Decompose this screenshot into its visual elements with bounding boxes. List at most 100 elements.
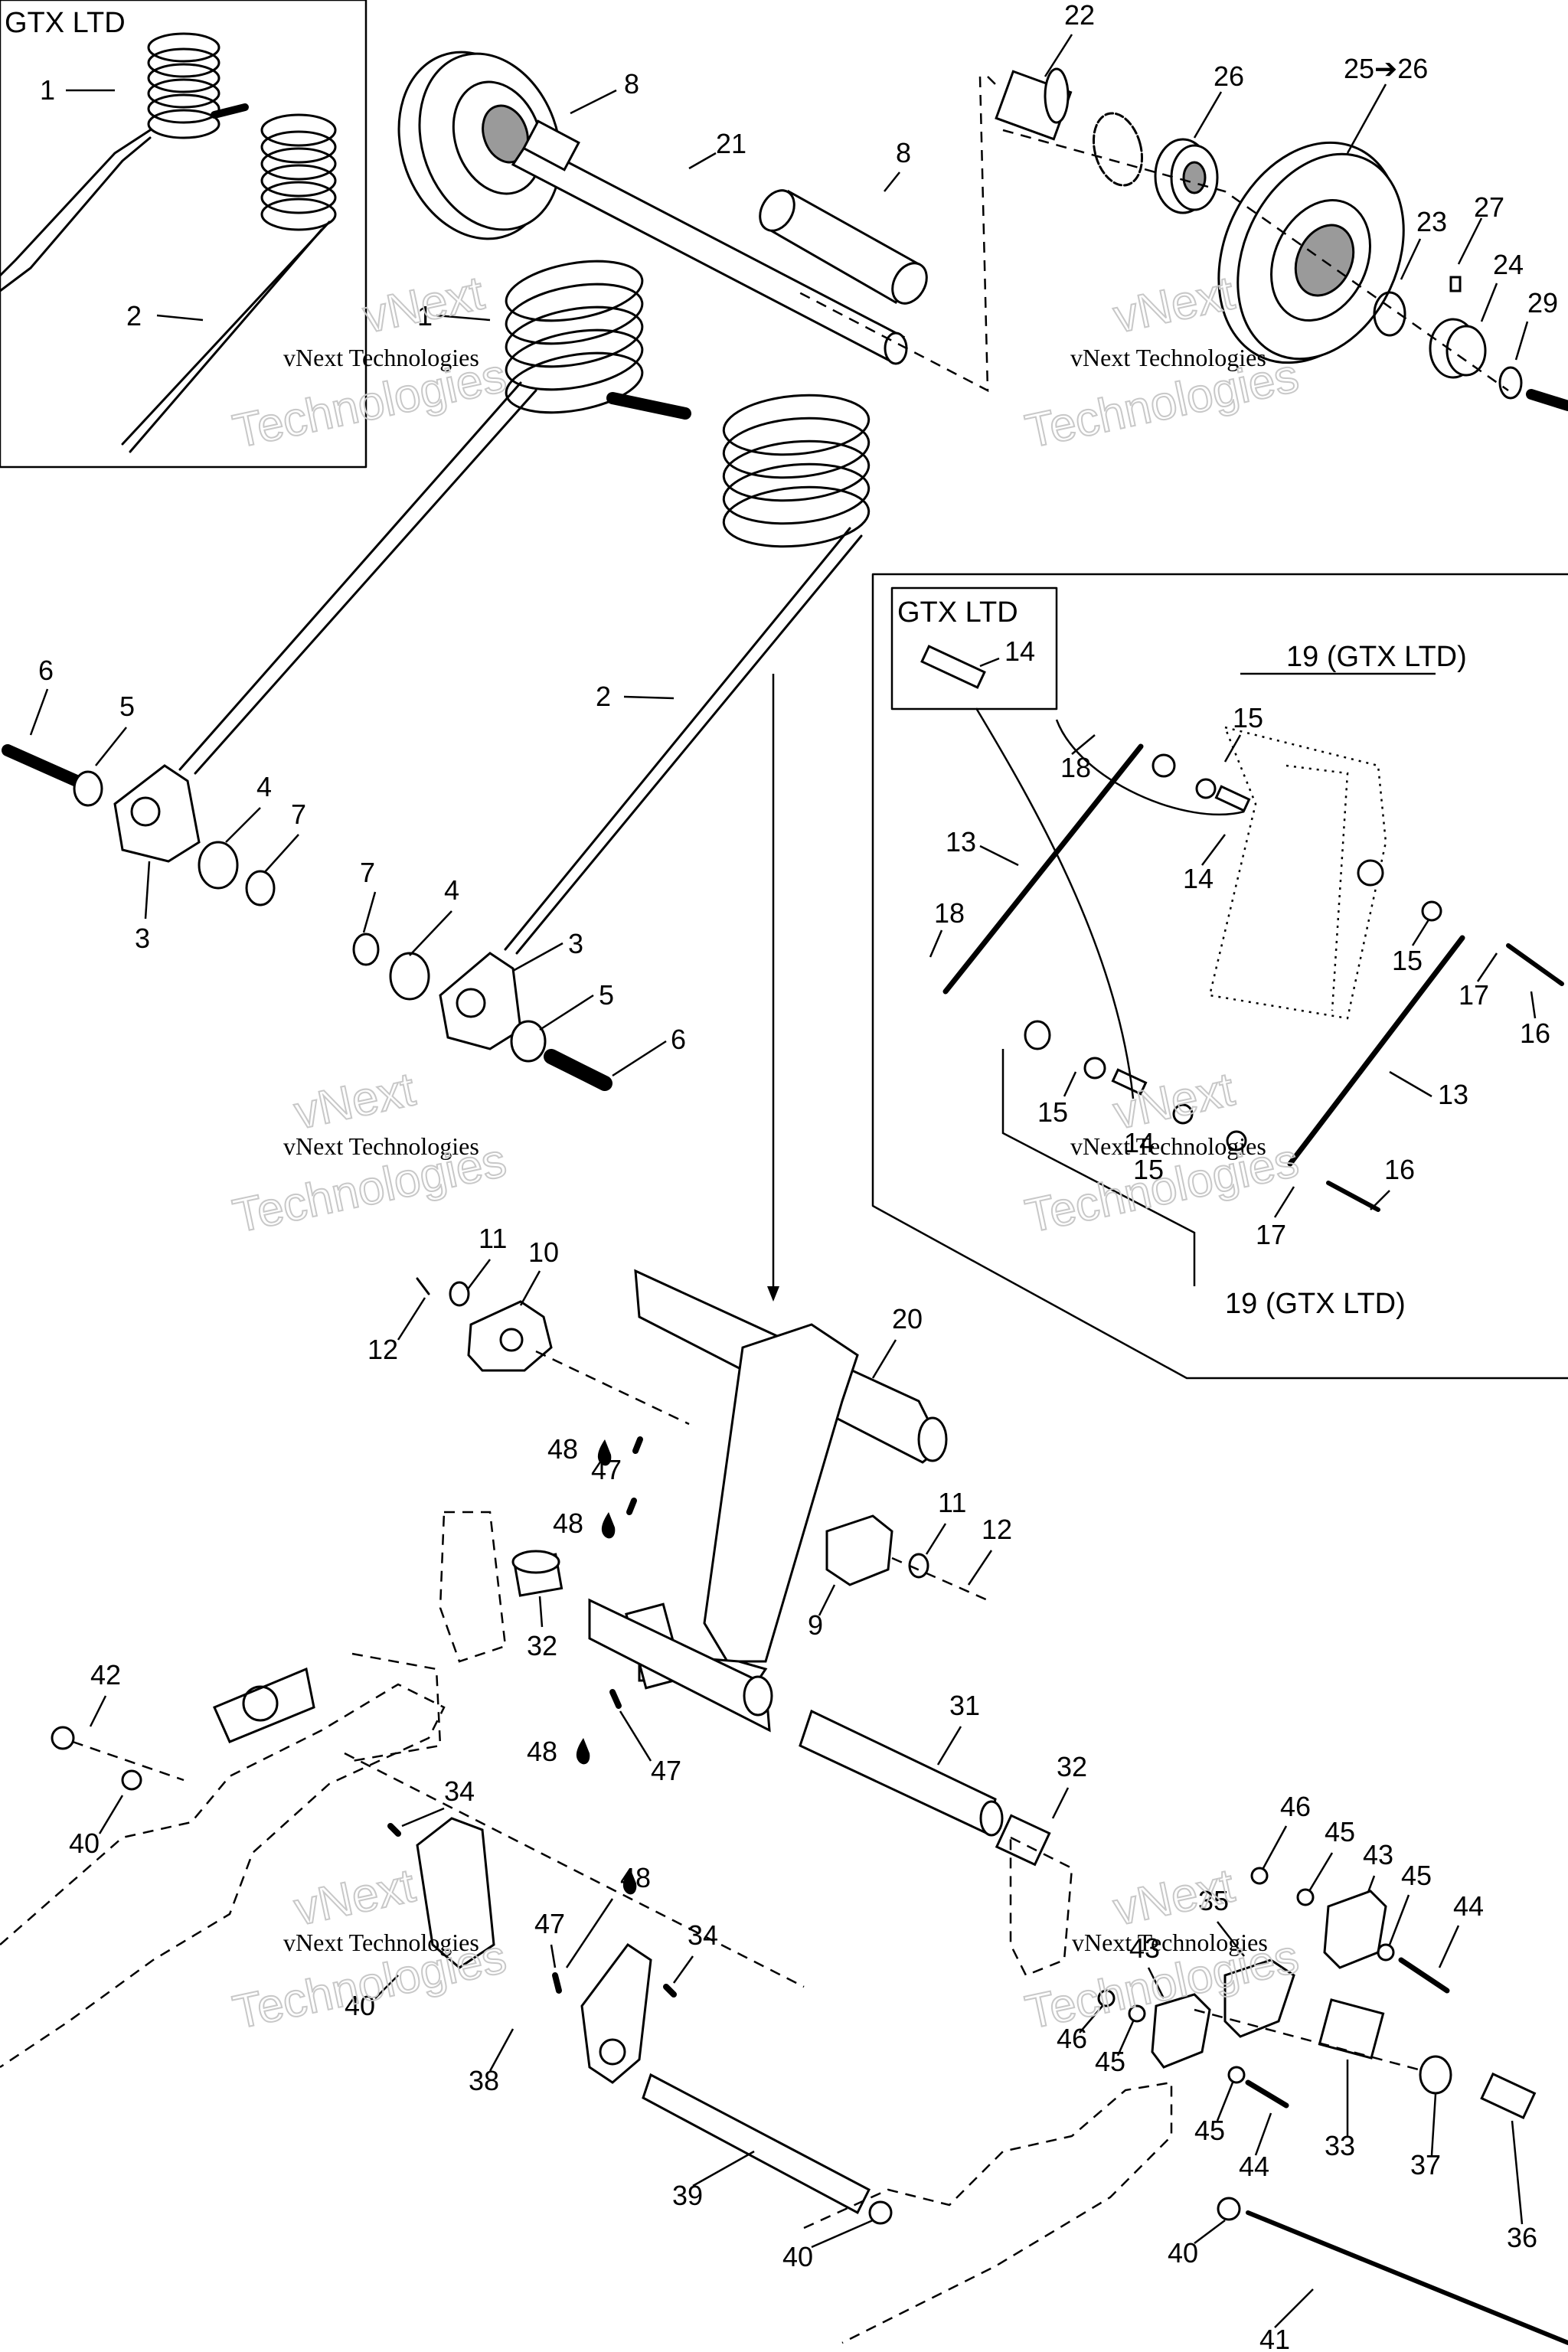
callout-40a: 40 [69,1828,100,1859]
callout-32b: 32 [1057,1751,1087,1782]
callout-40c: 40 [782,2241,813,2272]
oil-drop-icon [576,1439,637,1895]
shaft-39 [642,2073,871,2215]
callout-22: 22 [1064,0,1095,31]
callout-31: 31 [949,1690,980,1721]
callout-17b: 17 [1256,1219,1286,1250]
callout-13a: 13 [946,826,976,858]
callout-12a: 12 [368,1334,398,1365]
inset-box-right: GTX LTD 14 19 (GTX LTD) 15 18 13 14 18 1… [871,573,1568,1380]
circlip-23 [1373,291,1406,337]
circlip [1092,112,1144,187]
callout-27: 27 [1474,191,1504,223]
callout-44a: 44 [1453,1890,1484,1922]
callout-39: 39 [672,2180,703,2211]
callout-15b: 15 [1392,945,1423,976]
axle-21 [511,119,908,365]
spring-small-right [121,113,337,453]
washer-37 [1419,2055,1452,2095]
callout-48b: 48 [553,1508,583,1539]
watermark-top-left: vNext vNext Technologies Technologies [228,266,511,459]
spring-small-left [0,32,249,292]
callout-20: 20 [892,1303,923,1334]
callout-12b: 12 [982,1514,1012,1545]
shaft-31 [799,1709,1004,1837]
callout-6b: 6 [671,1024,686,1055]
callout-6a: 6 [38,655,54,686]
callout-37: 37 [1410,2149,1441,2180]
callout-47c: 47 [534,1908,565,1939]
bracket-9 [825,1514,893,1586]
callout-1b: 1 [417,300,433,332]
idler-wheel-right [1217,141,1405,364]
svg-text:vNext Technologies: vNext Technologies [1072,1929,1268,1956]
bracket-43b [1151,1993,1211,2069]
callout-7b: 7 [360,857,375,888]
svg-text:vNext Technologies: vNext Technologies [1070,1132,1266,1160]
callout-18b: 18 [934,897,965,929]
callout-3b: 3 [568,928,583,959]
callout-11b: 11 [938,1487,966,1518]
callout-48a: 48 [547,1433,578,1465]
inset-label-right: GTX LTD [897,596,1018,629]
callout-3a: 3 [135,923,150,954]
mount-plate-left [416,1817,495,1969]
callout-34b: 34 [688,1919,718,1951]
callout-43b: 43 [1129,1932,1160,1964]
bushing-22 [995,67,1073,141]
callout-16b: 16 [1384,1154,1415,1185]
callout-8a: 8 [624,68,639,100]
callout-4a: 4 [256,771,272,802]
callout-24: 24 [1493,249,1524,280]
callout-25-26: 25➔26 [1344,53,1428,84]
callout-23: 23 [1416,206,1447,237]
callout-48c: 48 [527,1736,557,1767]
callout-35: 35 [1198,1885,1229,1916]
callout-33: 33 [1325,2130,1355,2161]
callout-43a: 43 [1363,1839,1393,1870]
bearing-26 [1154,138,1219,214]
watermark-bottom-left: vNext vNext Technologies Technologies [228,1858,511,2040]
svg-text:vNext: vNext [290,1063,420,1139]
callout-21: 21 [716,128,746,159]
callout-5a: 5 [119,691,135,722]
callout-47b: 47 [651,1755,681,1786]
svg-text:vNext Technologies: vNext Technologies [1070,344,1266,371]
callout-14b: 14 [1183,863,1214,894]
callout-44b: 44 [1239,2151,1269,2182]
group-label-19-bottom: 19 (GTX LTD) [1225,1288,1406,1320]
callout-10: 10 [528,1236,559,1268]
frame-rail-left [0,1652,805,2069]
callout-2b: 2 [596,681,611,712]
callout-5b: 5 [599,979,614,1011]
bracket-group-left [2,744,276,906]
bushing-32b [995,1814,1051,1867]
callout-41: 41 [1259,2324,1290,2352]
callout-45b: 45 [1401,1860,1432,1891]
mount-plate-center [580,1942,652,2084]
collar-24 [1429,276,1487,379]
callout-1a: 1 [40,74,55,106]
group-label-19-top: 19 (GTX LTD) [1286,641,1467,673]
bushing-33 [1318,1998,1385,2060]
callout-11a: 11 [479,1223,507,1254]
callout-15d: 15 [1133,1154,1164,1185]
bolt-36 [1480,2072,1537,2119]
callout-46b: 46 [1057,2023,1087,2054]
callout-15a: 15 [1233,702,1263,733]
callout-16a: 16 [1520,1018,1550,1049]
callout-2a: 2 [126,300,142,332]
callout-26: 26 [1214,60,1244,92]
callout-29: 29 [1527,287,1558,318]
callout-15c: 15 [1037,1096,1068,1128]
callout-38: 38 [469,2065,499,2096]
callout-34a: 34 [444,1775,475,1807]
callout-7a: 7 [291,799,306,830]
callout-18a: 18 [1060,752,1091,783]
spring-large-1 [178,260,691,775]
swingarm-20 [588,1269,948,1733]
frame-rail-right [803,1835,1173,2344]
svg-text:vNext: vNext [1109,266,1239,343]
bracket-group-center [352,933,612,1091]
spacer-sleeve-8 [759,189,928,305]
